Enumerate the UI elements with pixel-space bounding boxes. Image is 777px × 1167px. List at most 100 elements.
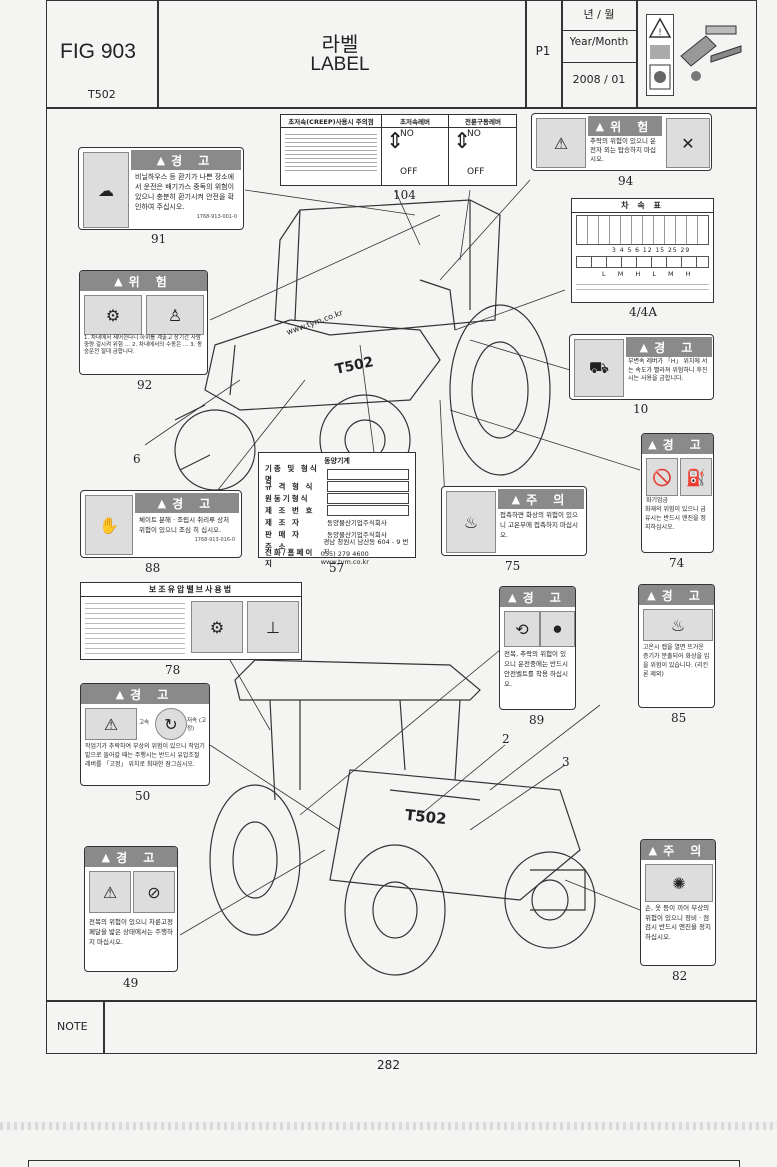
label-92-danger: ▲위 험 ⚙ ♙ 1. 차내에서 제어한다니 하위를 계출고 장기간 사람중량 …	[79, 270, 208, 375]
callout-104: 104	[393, 188, 416, 202]
label-75-caution: ♨ ▲주 의 접촉하면 화상의 위험이 있으니 고온부에 접촉하지 마십시오.	[441, 486, 587, 556]
svg-text:!: !	[658, 28, 662, 38]
warning-triangle-icon: ▲	[157, 496, 167, 510]
label-78-title: 보조유압밸브사용법	[81, 583, 301, 597]
implement-crush-icon: ⚠	[85, 708, 137, 740]
no-rider-icon: ✕	[666, 118, 710, 168]
dial-label-fast: 고속	[139, 720, 150, 726]
exhaust-hazard-icon: ☁	[83, 152, 129, 228]
tractor-lower-drawing	[209, 659, 596, 976]
nameplate-value: 동양물산기업주식회사	[327, 519, 387, 527]
label-78-aux-hydraulic: 보조유압밸브사용법 ⚙ ⊥	[80, 582, 302, 660]
speed-table-grid	[576, 215, 709, 245]
speed-table-lmh: L M H L M H	[602, 270, 696, 278]
creep-col3: 전륜구동레버 NO OFF ⇕	[449, 115, 517, 185]
nameplate-key: 제 조 자	[265, 517, 301, 527]
valve-diagram-icon: ⚙	[191, 601, 243, 653]
creep-no-1: NO	[400, 129, 414, 139]
header-col-line	[561, 0, 563, 107]
hydraulic-dial-icon: ↻	[155, 708, 187, 740]
callout-88: 88	[145, 561, 161, 575]
warning-triangle-icon: ▲	[639, 340, 649, 354]
nameplate-row: 제 조 번 호	[265, 504, 409, 516]
nameplate-row: 기종 및 형식명	[265, 464, 409, 484]
callout-92: 92	[137, 378, 153, 392]
warning-triangle-icon: ▲	[508, 590, 517, 604]
label-91-text: 비닐하우스 등 환기가 나쁜 장소에서 운전은 배기가스 중독의 위험이 있으니…	[135, 173, 235, 211]
nameplate-blank	[327, 480, 409, 492]
arrow-updown-icon: ⇕	[453, 129, 472, 154]
nameplate-key: 제 조 번 호	[265, 505, 315, 515]
hot-surface-icon: ♨	[446, 491, 496, 553]
creep-col1-title: 초저속(CREEP)사용시 주의점	[281, 115, 381, 128]
nameplate-key: 판 매 자	[265, 529, 301, 539]
no-driving-icon: ⊘	[133, 871, 175, 913]
belt-injury-icon: ✋	[85, 495, 133, 555]
nameplate-value: 동양물산기업주식회사	[327, 531, 387, 539]
callout-49: 49	[123, 976, 139, 990]
label-88-code: 1768-913-016-0	[194, 537, 235, 543]
label-10-text: 부변속 레버가 「H」 위치에 서는 속도가 빨라져 위험하니 후진시는 사용을…	[628, 358, 708, 382]
creep-off-2: OFF	[467, 167, 485, 177]
radiator-steam-icon: ♨	[643, 609, 713, 641]
speed-table-notes	[576, 280, 709, 294]
label-91-warning: ☁ ▲경 고 비닐하우스 등 환기가 나쁜 장소에서 운전은 배기가스 중독의 …	[78, 147, 244, 230]
label-74-header: ▲경 고	[642, 434, 713, 454]
callout-57: 57	[329, 561, 345, 575]
label-82-caution: ▲주 의 ✺ 손, 옷 등이 끼어 부상의 위험이 있으니 정비 · 점검시 반…	[640, 839, 716, 966]
callout-3: 3	[562, 755, 570, 769]
label-92-header: ▲위 험	[80, 271, 207, 291]
callout-82: 82	[672, 969, 688, 983]
nameplate-key: 주 소	[265, 541, 288, 551]
creep-col2-title: 초저속레버	[382, 115, 448, 128]
creep-no-2: NO	[467, 129, 481, 139]
leader-lines	[144, 179, 641, 936]
warning-triangle-icon: ▲	[648, 843, 658, 857]
nameplate-key: 원동기형식	[265, 493, 310, 503]
warning-triangle-icon: ▲	[648, 437, 657, 451]
label-10-header: ▲경 고	[626, 337, 712, 357]
seatbelt-icon: ⚫	[540, 611, 575, 647]
rider-falling-icon: ♙	[146, 295, 204, 335]
page-frame	[46, 0, 757, 1054]
nameplate-key: 전화/홈페이지	[265, 548, 315, 568]
label-50-warning: ▲경 고 ⚠ ↻ 고속 저속 (고정) 작업기가 추락하여 부상의 위험이 있으…	[80, 683, 210, 786]
callout-6: 6	[133, 452, 141, 466]
label-88-text: 체이트 분해 · 조립시 취리루 상처 위험이 있으니 조심 히 십시오.	[139, 516, 230, 534]
tractor-upper-drawing	[174, 199, 551, 491]
label-89-text: 전복, 추락의 위험이 있으니 운전중에는 반드시 안전벨트를 착용 하십시오.	[504, 650, 568, 688]
label-50-header: ▲경 고	[81, 684, 209, 704]
label-94-danger: ⚠ ▲위 험 추락의 위험이 있으니 운전자 외는 탑승하지 마십시오. ✕	[531, 113, 712, 171]
label-74-warning: ▲경 고 🚫 ⛽ 화기엄금 화재의 위험이 있으니 급유시는 반드시 엔진을 정…	[641, 433, 714, 553]
nameplate-blank	[327, 492, 409, 504]
tractor-diagram	[144, 179, 641, 976]
creep-col1: 초저속(CREEP)사용시 주의점	[281, 115, 382, 185]
header-col-line	[157, 0, 159, 107]
callout-89: 89	[529, 713, 545, 727]
header-row-line	[561, 62, 636, 63]
no-fire-icon: 🚫	[646, 458, 678, 496]
callout-85: 85	[671, 711, 687, 725]
nameplate-key: 규 격 형 식	[265, 481, 315, 491]
creep-col3-title: 전륜구동레버	[449, 115, 517, 128]
callout-75: 75	[505, 559, 521, 573]
rollover-icon: ⟲	[504, 611, 540, 647]
next-page-edge	[28, 1160, 740, 1167]
creep-col2: 초저속레버 NO OFF ⇕	[382, 115, 449, 185]
callout-78: 78	[165, 663, 181, 677]
tractor-fall-icon: ⚠	[536, 118, 586, 168]
label-91-code: 1768-913-001-0	[196, 214, 237, 220]
speed-table-bars	[576, 256, 709, 268]
label-82-header: ▲주 의	[641, 840, 715, 860]
nameplate-row: 규 격 형 식	[265, 480, 409, 492]
warning-triangle-icon: ▲	[511, 492, 521, 506]
callout-94: 94	[618, 174, 634, 188]
label-82-text: 손, 옷 등이 끼어 부상의 위험이 있으니 정비 · 점검시 반드시 엔진을 …	[645, 904, 711, 941]
model-code: T502	[88, 88, 116, 101]
warning-triangle-icon: ▲	[114, 274, 123, 288]
note-label: NOTE	[57, 1020, 88, 1033]
title-korean: 라벨	[321, 32, 359, 56]
note-col-line	[103, 1000, 105, 1054]
